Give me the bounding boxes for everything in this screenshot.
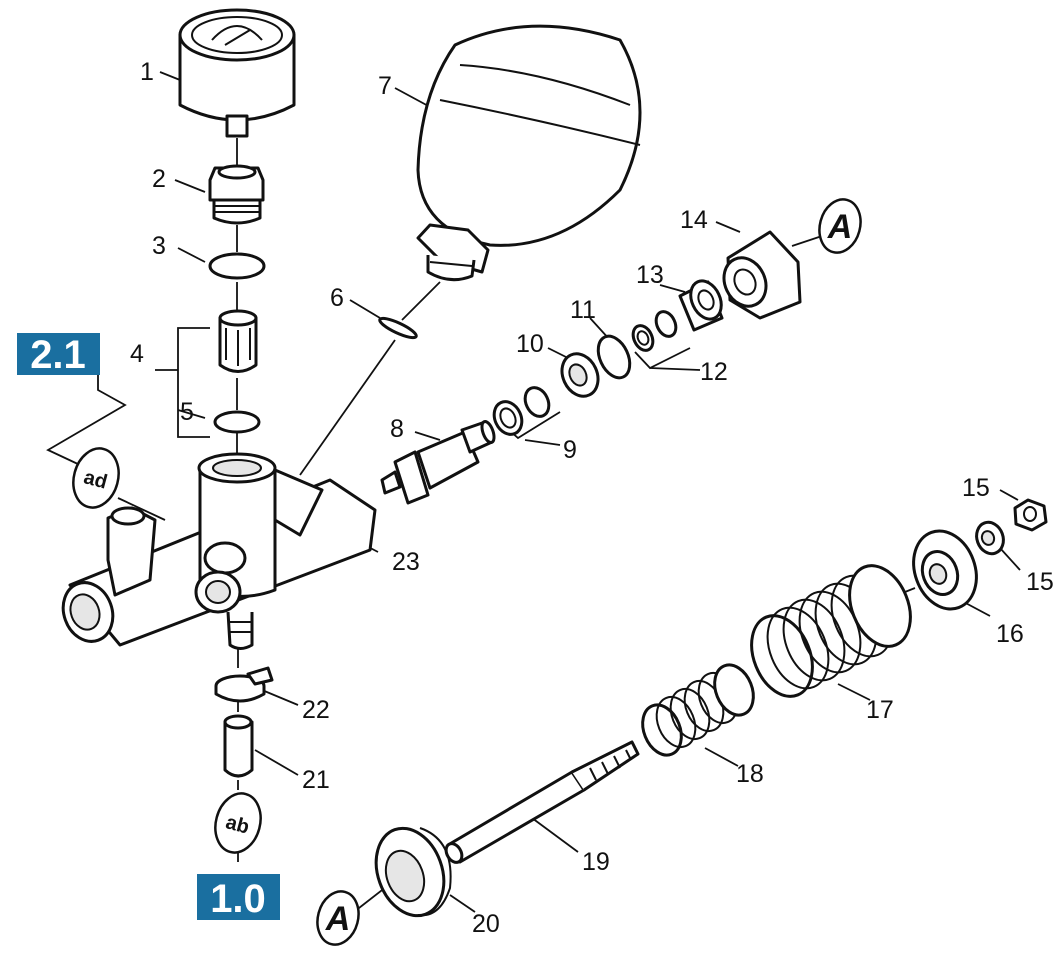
part-number-9: 9 xyxy=(563,436,577,464)
part-number-22: 22 xyxy=(302,696,330,724)
part-number-16: 16 xyxy=(996,620,1024,648)
svg-text:2.1: 2.1 xyxy=(30,333,86,377)
bushing-13 xyxy=(678,279,724,332)
cap-20 xyxy=(374,826,452,918)
part-number-10: 10 xyxy=(516,330,544,358)
part-number-15a: 15 xyxy=(962,474,990,502)
part-number-13: 13 xyxy=(636,261,664,289)
o-ring-3 xyxy=(208,252,266,280)
part-number-15b: 15 xyxy=(1026,568,1054,596)
spring-inner-18 xyxy=(641,663,755,757)
part-number-5: 5 xyxy=(180,398,194,426)
part-number-23: 23 xyxy=(392,548,420,576)
seal-set-12 xyxy=(631,310,678,352)
spring-plate-16 xyxy=(912,529,978,611)
washer-15b xyxy=(975,520,1005,556)
connector-A-top: A xyxy=(818,198,862,254)
part-number-20: 20 xyxy=(472,910,500,938)
badge-group-1-0: 1.0 xyxy=(197,874,280,921)
part-number-2: 2 xyxy=(152,165,166,193)
badge-group-2-1: 2.1 xyxy=(17,333,100,377)
spindle-19 xyxy=(444,740,640,864)
svg-text:1.0: 1.0 xyxy=(210,877,266,921)
o-ring-5 xyxy=(213,410,261,434)
part-number-4: 4 xyxy=(130,340,144,368)
connector-ad: ad xyxy=(72,447,120,509)
hose-clamp-22 xyxy=(214,666,274,703)
part-number-12: 12 xyxy=(700,358,728,386)
part-number-18: 18 xyxy=(736,760,764,788)
connector-ab: ab xyxy=(214,792,262,854)
valve-piston xyxy=(380,420,496,505)
part-number-14: 14 xyxy=(680,206,708,234)
part-number-17: 17 xyxy=(866,696,894,724)
svg-text:A: A xyxy=(827,208,853,246)
expansion-tank xyxy=(416,24,642,282)
part-number-1: 1 xyxy=(140,58,154,86)
valve-body xyxy=(61,452,377,650)
spring-outer-17 xyxy=(750,564,912,698)
part-number-8: 8 xyxy=(390,415,404,443)
part-number-19: 19 xyxy=(582,848,610,876)
o-ring-11 xyxy=(596,334,632,380)
part-number-11: 11 xyxy=(570,296,596,324)
part-number-3: 3 xyxy=(152,232,166,260)
lock-nut-15a xyxy=(1013,498,1048,532)
part-number-21: 21 xyxy=(302,766,330,794)
part-number-6: 6 xyxy=(330,284,344,312)
svg-text:A: A xyxy=(325,900,351,938)
seal-set-9 xyxy=(492,386,551,436)
connector-A-bottom: A xyxy=(316,890,360,946)
o-ring-6 xyxy=(378,316,418,340)
part-number-7: 7 xyxy=(378,72,392,100)
washer-10 xyxy=(560,352,600,398)
hose-piece-21 xyxy=(223,714,254,778)
adapter-fitting xyxy=(208,164,265,225)
part-number-labels: 1 2 3 4 5 6 7 8 9 10 11 12 13 14 15 15 1… xyxy=(130,58,1054,938)
pressure-gauge xyxy=(178,8,296,138)
union-nut-14 xyxy=(722,230,802,320)
valve-insert xyxy=(218,309,258,373)
